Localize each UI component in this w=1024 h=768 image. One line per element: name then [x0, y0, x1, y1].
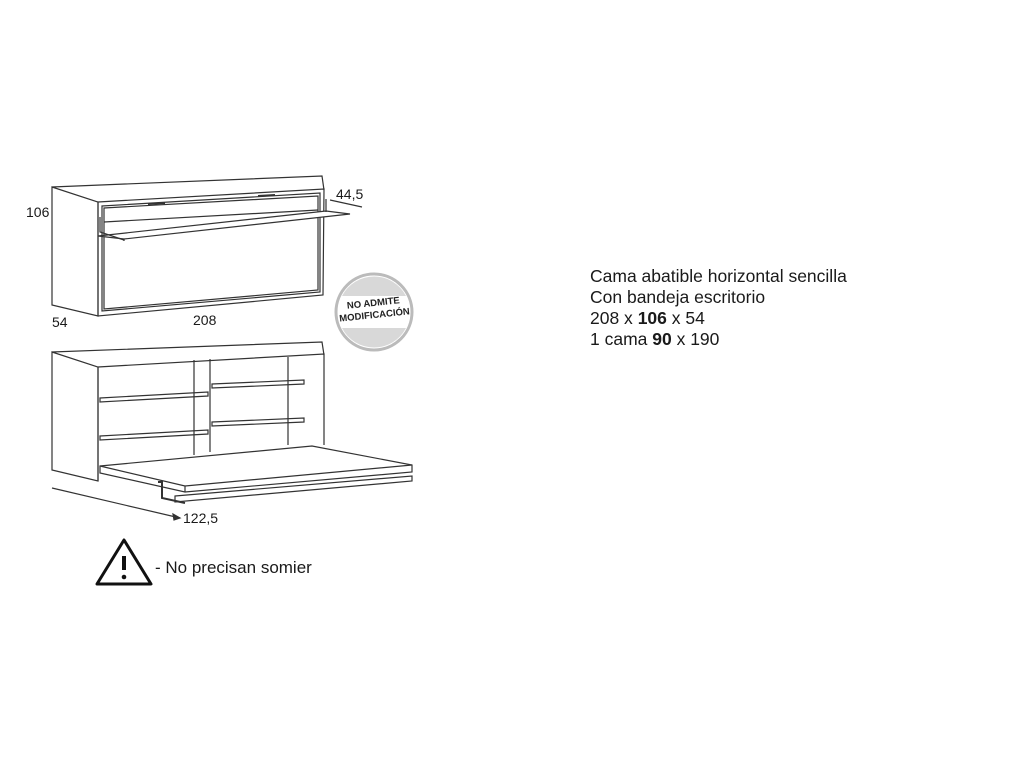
warning-triangle-icon	[95, 538, 153, 586]
desk-depth-dimension: 44,5	[336, 186, 364, 202]
product-subtitle: Con bandeja escritorio	[590, 287, 766, 307]
product-size: 208 x 106 x 54	[590, 308, 847, 329]
size-height: 106	[637, 308, 667, 328]
warning-text: - No precisan somier	[155, 558, 312, 577]
bed-length: x 190	[671, 329, 720, 349]
open-depth-dimension: 122,5	[183, 510, 219, 526]
product-title: Cama abatible horizontal sencilla	[590, 266, 847, 286]
no-modification-badge	[334, 272, 414, 352]
closed-bed-cabinet	[51, 175, 363, 317]
bed-count: 1 cama	[590, 329, 653, 349]
size-depth: x 54	[666, 308, 705, 328]
height-dimension: 106	[26, 204, 50, 220]
open-bed-cabinet	[51, 341, 413, 521]
width-dimension: 208	[193, 312, 217, 328]
size-width: 208 x	[590, 308, 638, 328]
depth-dimension: 54	[52, 314, 68, 330]
bed-size: 1 cama 90 x 190	[590, 329, 847, 350]
product-description: Cama abatible horizontal sencilla Con ba…	[590, 266, 847, 350]
bed-width: 90	[652, 329, 672, 349]
